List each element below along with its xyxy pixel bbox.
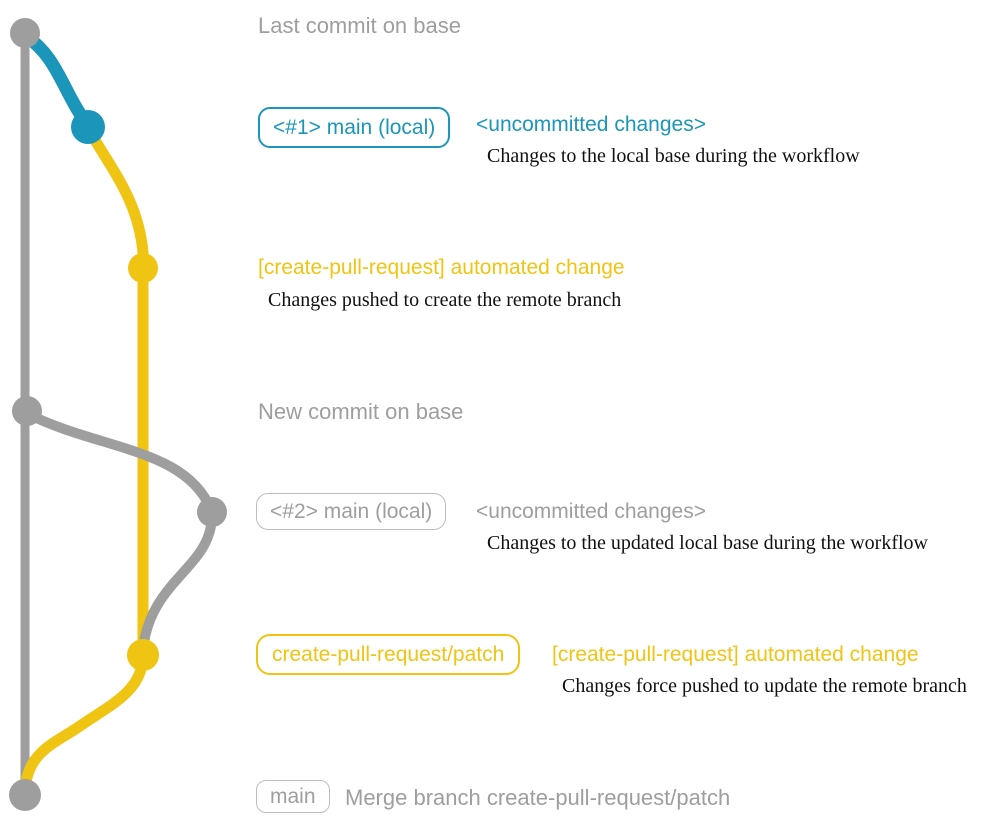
branch-curve-main-local-1 bbox=[19, 29, 94, 131]
branch-badge-main-local-2: <#2> main (local) bbox=[256, 493, 447, 531]
commit-dot-uncommitted-changes-1 bbox=[71, 110, 105, 144]
commit-dot-last-commit-on-base bbox=[10, 18, 40, 48]
merge-commit-message: Merge branch create-pull-request/patch bbox=[345, 785, 731, 810]
branch-curve-main-local-2-in bbox=[138, 507, 218, 655]
commit-note-automated-1: Changes pushed to create the remote bran… bbox=[268, 289, 622, 311]
commit-heading-uncommitted-1: <uncommitted changes> bbox=[476, 113, 706, 136]
branch-curve-main-local-2-out bbox=[23, 409, 217, 517]
commit-note-uncommitted-1: Changes to the local base during the wor… bbox=[487, 145, 860, 167]
branch-curve-merge bbox=[19, 649, 149, 799]
commit-heading-uncommitted-2: <uncommitted changes> bbox=[476, 500, 706, 523]
commit-heading-automated-2: [create-pull-request] automated change bbox=[552, 643, 919, 666]
branch-badge-main: main bbox=[256, 780, 330, 814]
commit-note-automated-2: Changes force pushed to update the remot… bbox=[562, 675, 967, 697]
commit-note-uncommitted-2: Changes to the updated local base during… bbox=[487, 532, 928, 554]
branch-badge-create-pull-request-patch: create-pull-request/patch bbox=[256, 634, 521, 676]
commit-dot-merge-commit bbox=[9, 779, 41, 811]
label-last-commit-on-base: Last commit on base bbox=[258, 13, 461, 38]
commit-dot-uncommitted-changes-2 bbox=[197, 497, 227, 527]
commit-dot-automated-change-1 bbox=[128, 253, 158, 283]
commit-dot-new-commit-on-base bbox=[12, 396, 42, 426]
branch-badge-main-local-1: <#1> main (local) bbox=[258, 107, 451, 149]
commit-heading-automated-1: [create-pull-request] automated change bbox=[258, 256, 625, 279]
commit-dot-automated-change-2 bbox=[127, 639, 159, 671]
label-new-commit-on-base: New commit on base bbox=[258, 399, 464, 424]
branch-line-patch bbox=[83, 124, 149, 661]
